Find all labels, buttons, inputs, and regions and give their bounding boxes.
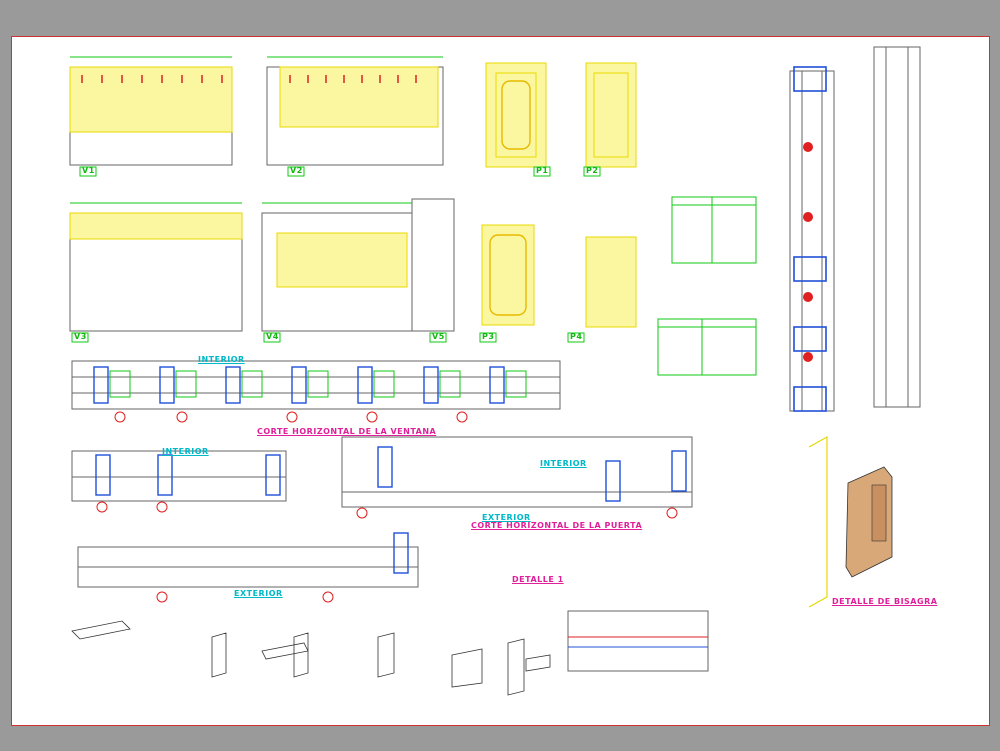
tag-v2: V2	[290, 166, 303, 175]
label-interior-2: INTERIOR	[162, 447, 209, 456]
section-c	[77, 546, 419, 588]
tag-p4: P4	[570, 332, 583, 341]
cad-accent	[793, 66, 827, 92]
bottom-right-section	[567, 610, 709, 672]
tag-v5: V5	[432, 332, 445, 341]
cad-accent	[176, 411, 188, 423]
label-interior-1: INTERIOR	[198, 355, 245, 364]
window-horizontal-section	[71, 360, 561, 410]
vertical-section-1	[789, 70, 835, 412]
label-exterior-2: EXTERIOR	[234, 589, 283, 598]
door-horizontal-section-b	[341, 436, 693, 508]
cad-accent	[373, 370, 395, 398]
cad-accent	[505, 370, 527, 398]
cad-accent	[439, 370, 461, 398]
drawing-sheet: V1 V2 V3 V4 V5 P1 P2 P3 P4 CORTE HORIZON…	[11, 36, 990, 726]
door-horizontal-section-a	[71, 450, 287, 502]
label-interior-3: INTERIOR	[540, 459, 587, 468]
cad-accent	[456, 411, 468, 423]
cad-accent	[156, 591, 168, 603]
cad-accent	[671, 450, 687, 492]
cad-accent	[114, 411, 126, 423]
cad-accent	[489, 366, 505, 404]
cad-accent	[109, 370, 131, 398]
hinge-detail	[808, 435, 893, 608]
cad-accent	[95, 454, 111, 496]
elevation-v1	[69, 66, 233, 166]
cad-accent	[803, 292, 813, 302]
elevation-v4	[261, 212, 413, 332]
cad-accent	[322, 591, 334, 603]
door-p2	[585, 62, 637, 168]
cad-accent	[286, 411, 298, 423]
cad-accent	[356, 507, 368, 519]
cad-accent	[489, 234, 527, 316]
vertical-section-2	[873, 46, 921, 408]
title-window-section: CORTE HORIZONTAL DE LA VENTANA	[257, 427, 437, 436]
elevation-v3	[69, 212, 243, 332]
spec-table-1	[671, 196, 757, 264]
door-p4	[585, 236, 637, 328]
cad-accent	[157, 454, 173, 496]
cad-accent	[93, 366, 109, 404]
title-detail-1: DETALLE 1	[512, 575, 564, 584]
cad-accent	[307, 370, 329, 398]
cad-drawing	[69, 46, 921, 696]
cad-accent	[159, 366, 175, 404]
tag-v1: V1	[82, 166, 95, 175]
cad-accent	[803, 142, 813, 152]
cad-accent	[803, 212, 813, 222]
label-exterior-1: EXTERIOR	[482, 513, 531, 522]
elevation-v2	[266, 66, 444, 166]
tag-p1: P1	[536, 166, 549, 175]
cad-accent	[423, 366, 439, 404]
cad-accent	[291, 366, 307, 404]
cad-accent	[666, 507, 678, 519]
cad-accent	[377, 446, 393, 488]
cad-accent	[793, 326, 827, 352]
cad-accent	[793, 256, 827, 282]
cad-accent	[241, 370, 263, 398]
tag-v4: V4	[266, 332, 279, 341]
cad-accent	[605, 460, 621, 502]
spec-table-2	[657, 318, 757, 376]
cad-accent	[175, 370, 197, 398]
cad-accent	[366, 411, 378, 423]
joinery-details	[71, 620, 551, 696]
cad-accent	[225, 366, 241, 404]
elevation-v5	[411, 198, 455, 332]
cad-accent	[501, 80, 531, 150]
cad-accent	[156, 501, 168, 513]
cad-accent	[803, 352, 813, 362]
cad-accent	[793, 386, 827, 412]
tag-p3: P3	[482, 332, 495, 341]
door-p1	[485, 62, 547, 168]
cad-accent	[96, 501, 108, 513]
cad-accent	[357, 366, 373, 404]
cad-accent	[393, 532, 409, 574]
title-hinge-detail: DETALLE DE BISAGRA	[832, 597, 938, 606]
title-door-section: CORTE HORIZONTAL DE LA PUERTA	[471, 521, 643, 530]
cad-accent	[265, 454, 281, 496]
tag-v3: V3	[74, 332, 87, 341]
tag-p2: P2	[586, 166, 599, 175]
